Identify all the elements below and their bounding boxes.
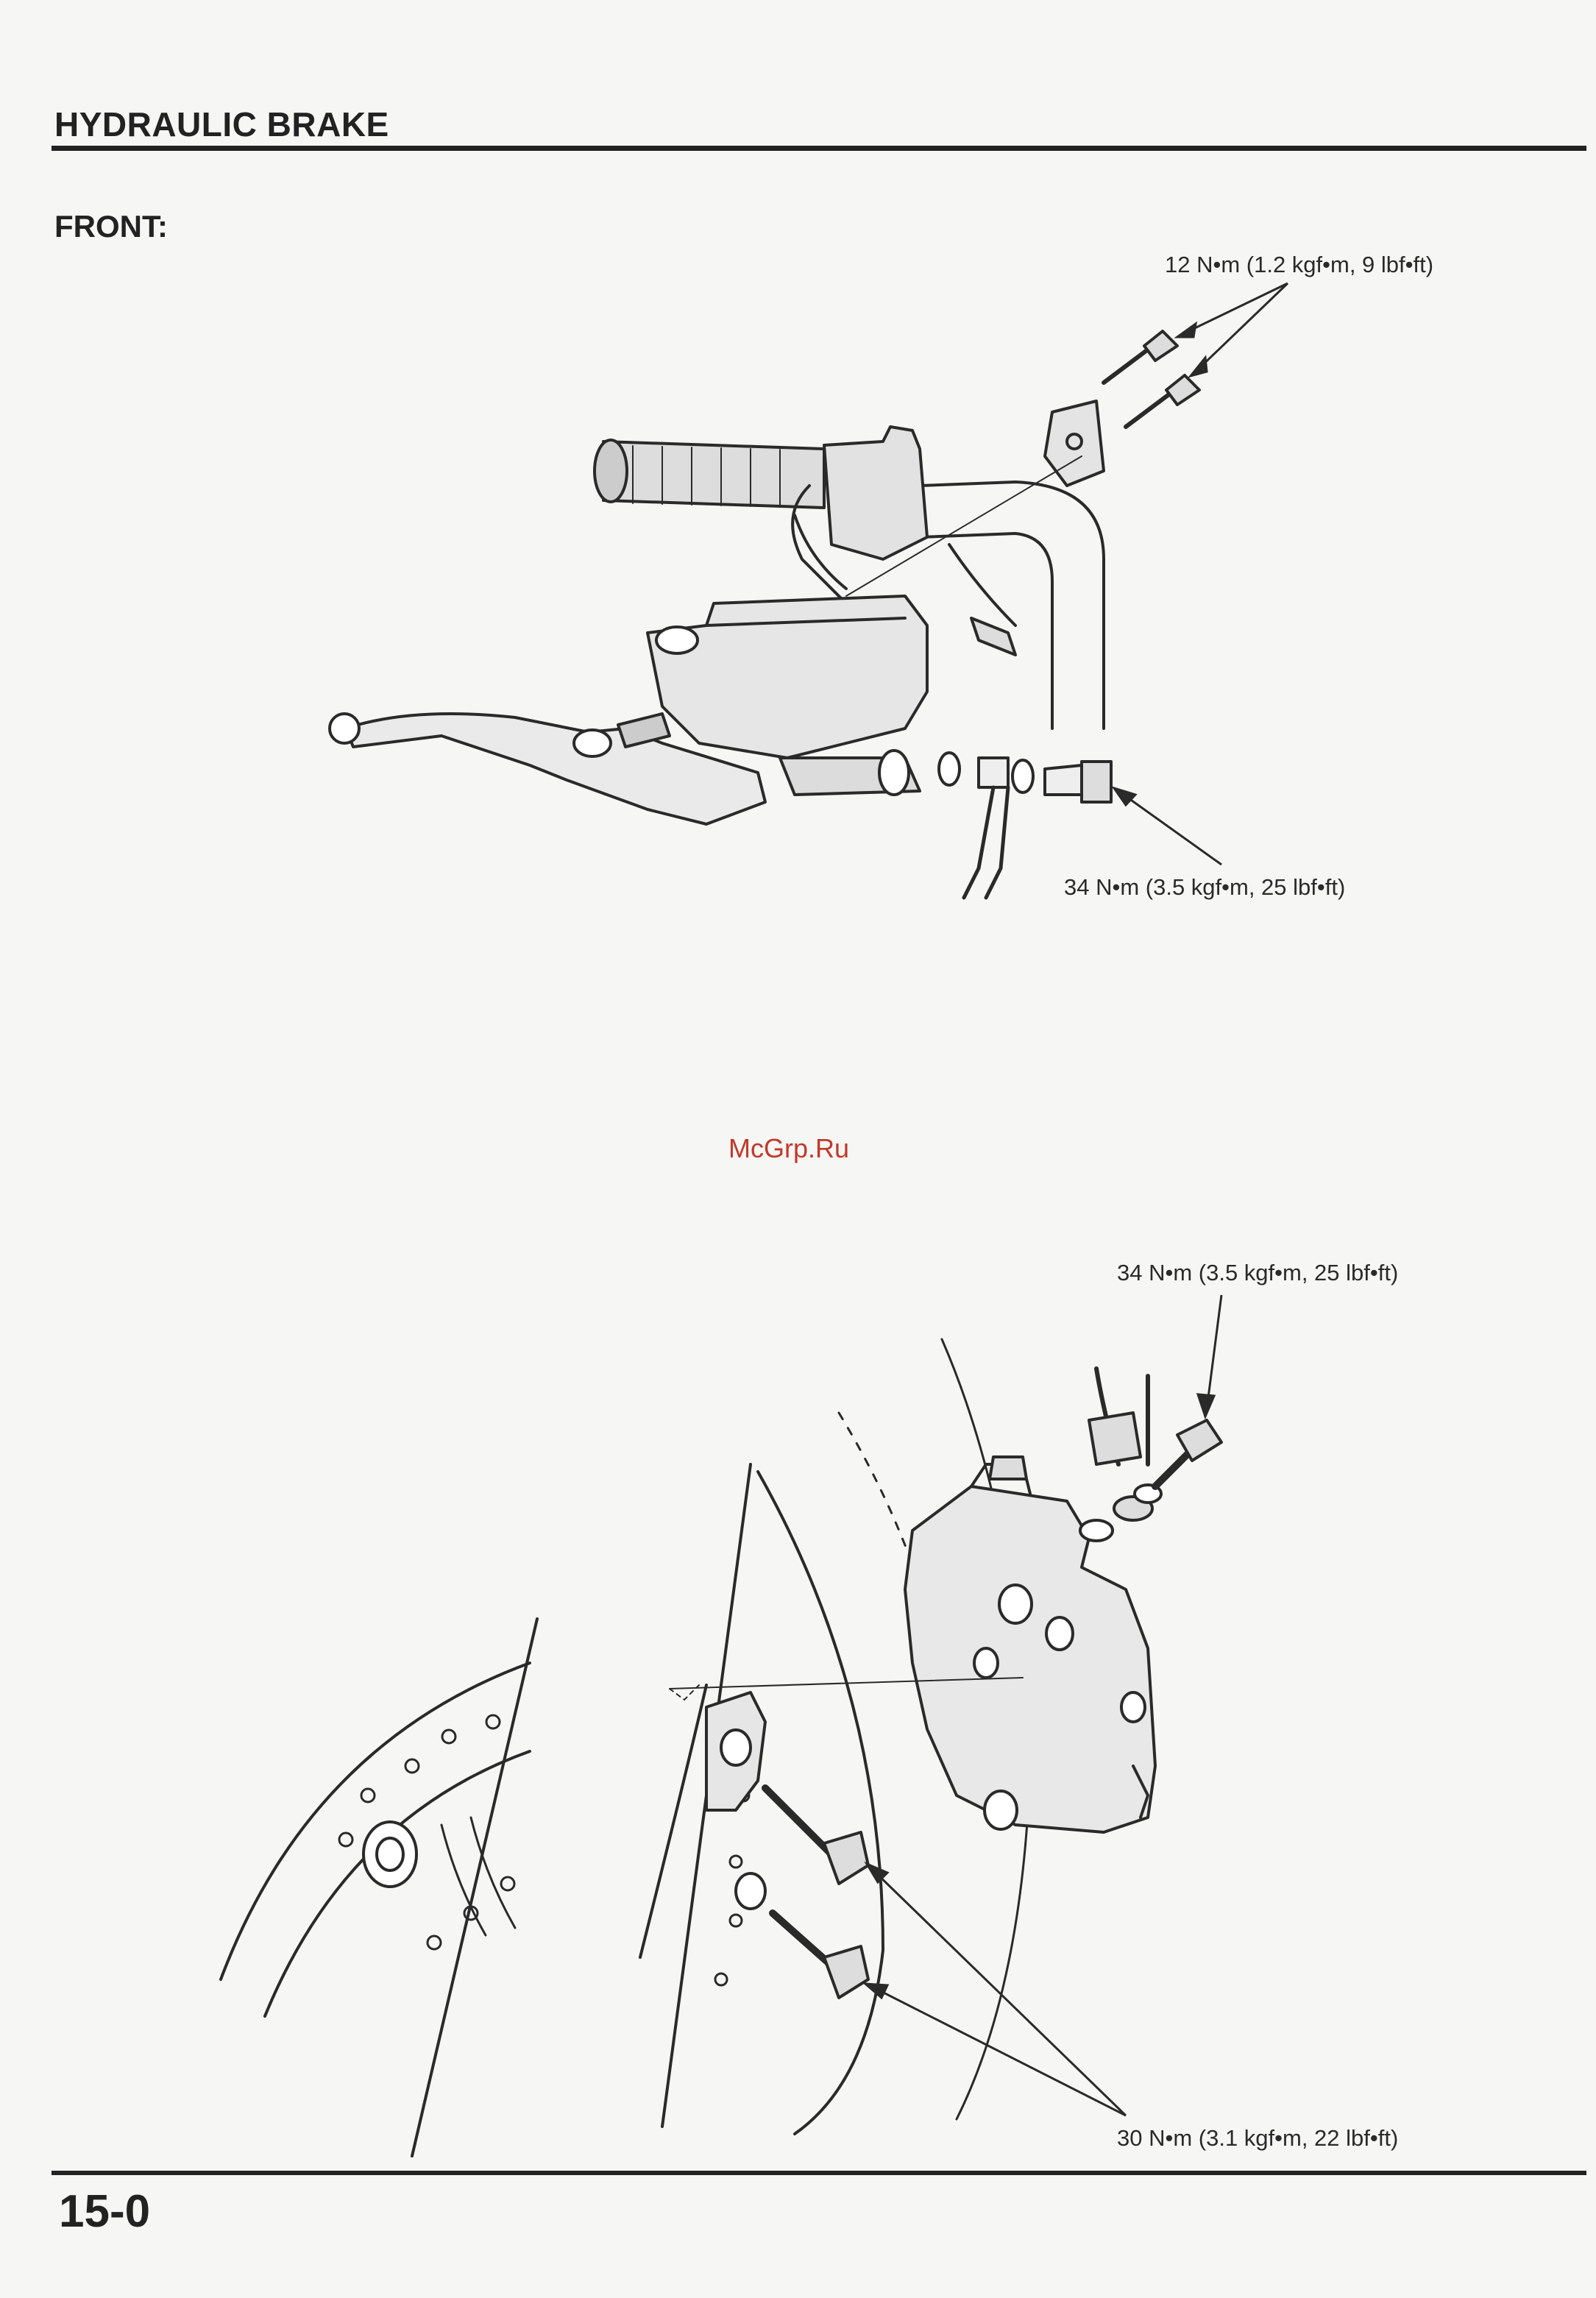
torque-callout-master-cylinder-bolt: 34 N•m (3.5 kgf•m, 25 lbf•ft) — [1064, 874, 1345, 901]
master-cylinder-illustration — [0, 0, 1596, 1030]
torque-callout-holder-bolts: 12 N•m (1.2 kgf•m, 9 lbf•ft) — [1165, 252, 1433, 278]
watermark: McGrp.Ru — [728, 1133, 849, 1164]
footer-divider — [52, 2171, 1586, 2175]
torque-callout-caliper-mount-bolts: 30 N•m (3.1 kgf•m, 22 lbf•ft) — [1117, 2125, 1398, 2152]
page-number: 15-0 — [59, 2185, 150, 2238]
torque-callout-caliper-banjo-bolt: 34 N•m (3.5 kgf•m, 25 lbf•ft) — [1117, 1260, 1398, 1286]
